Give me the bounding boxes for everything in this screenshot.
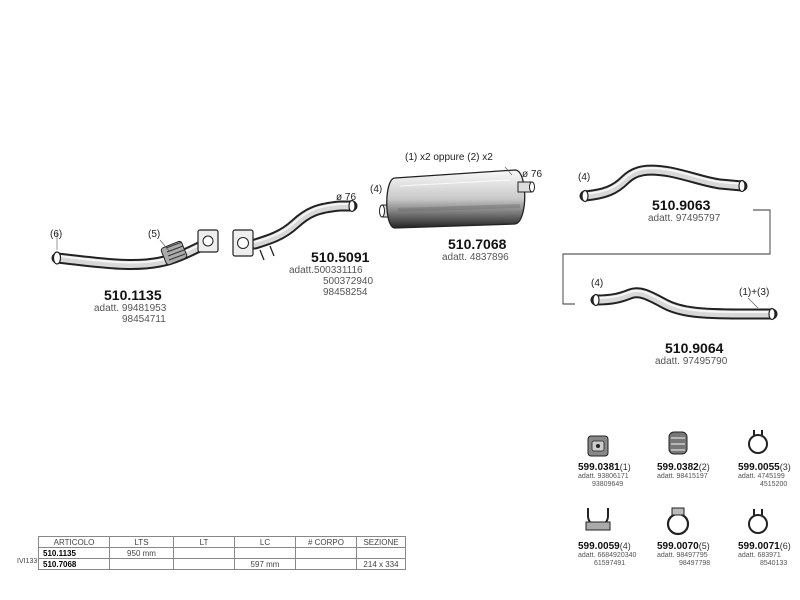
part-adatt: adatt. 99481953 [94, 303, 167, 314]
callout-6: (6) [50, 229, 63, 240]
accessory-adatt: adatt. 683971 [738, 552, 781, 559]
callout-5: (5) [148, 229, 161, 240]
accessory-ref: (6) [779, 541, 791, 551]
accessory-adatt: adatt. 93806171 [578, 473, 629, 480]
accessory-599-0381: 599.0381(1) adatt. 93806171 93809649 [578, 462, 631, 489]
part-code: 510.5091 [311, 249, 370, 265]
part-code: 510.9064 [665, 340, 724, 356]
part-code: 510.7068 [448, 236, 507, 252]
part-510-7068-muffler [379, 166, 535, 229]
part-adatt: 98458254 [323, 287, 368, 298]
part-adatt: adatt. 4837896 [442, 252, 509, 263]
accessory-code: 599.0381 [578, 462, 620, 473]
rubber-hanger-icon [587, 435, 609, 457]
callout-4: (4) [578, 172, 591, 183]
table-cell [173, 558, 235, 570]
band-clamp-icon [666, 507, 690, 536]
accessory-adatt: adatt. 98497795 [657, 552, 708, 559]
assembly-connector [562, 209, 771, 305]
accessory-adatt: 98497798 [679, 560, 711, 567]
part-adatt: adatt. 97495790 [655, 356, 728, 367]
part-510-1135-pipe [51, 229, 219, 271]
table-cell: 510.7068 [38, 558, 110, 570]
accessory-ref: (5) [698, 541, 710, 551]
table-header-row: ARTICOLO LTS LT LC # CORPO SEZIONE [38, 536, 406, 548]
part-code: 510.1135 [104, 287, 162, 303]
table-cell: 950 mm [109, 547, 174, 559]
part-adatt: adatt.500331116 [289, 265, 363, 276]
ring-clamp-icon [748, 509, 768, 534]
accessory-code: 599.0071 [738, 541, 780, 552]
table-cell [295, 558, 357, 570]
column-header: LTS [109, 536, 174, 548]
table-cell [234, 547, 296, 559]
part-label-510-9063: 510.9063 adatt. 97495797 [648, 197, 720, 224]
callout-4: (4) [370, 184, 383, 195]
callout-diameter-76: ø 76 [336, 192, 357, 203]
accessory-599-0055: 599.0055(3) adatt. 4745199 4515200 [738, 462, 791, 489]
accessory-adatt: 4515200 [760, 481, 788, 488]
clamp-ring-icon [748, 430, 768, 454]
table-cell [109, 558, 174, 570]
part-adatt: 98454711 [122, 314, 166, 325]
column-header: LT [173, 536, 235, 548]
column-header: SEZIONE [356, 536, 406, 548]
table-cell: 510.1135 [38, 547, 110, 559]
accessory-code: 599.0059 [578, 541, 620, 552]
accessory-ref: (3) [779, 462, 791, 472]
column-header: ARTICOLO [38, 536, 110, 548]
accessory-adatt: adatt. 98415197 [657, 473, 708, 480]
accessory-ref: (4) [619, 541, 631, 551]
spec-table-row-label: IVI133 [17, 558, 38, 565]
accessory-ref: (2) [698, 462, 710, 472]
accessory-599-0059: 599.0059(4) adatt. 6684920340 61597491 [578, 541, 636, 568]
u-bolt-clamp-icon [585, 508, 611, 531]
spec-table: ARTICOLO LTS LT LC # CORPO SEZIONE 510.1… [38, 536, 406, 570]
accessory-adatt: 93809649 [592, 481, 624, 488]
part-label-510-5091: 510.5091 adatt.500331116 500372940 98458… [289, 249, 374, 298]
accessory-599-0382: 599.0382(2) adatt. 98415197 [657, 462, 710, 481]
column-header: # CORPO [295, 536, 357, 548]
part-label-510-7068: 510.7068 adatt. 4837896 [442, 236, 509, 263]
accessory-599-0070: 599.0070(5) adatt. 98497795 98497798 [657, 541, 710, 568]
table-cell: 214 x 334 [356, 558, 406, 570]
flex-joint [160, 240, 188, 266]
accessory-adatt: 8540133 [760, 560, 788, 567]
accessory-code: 599.0070 [657, 541, 699, 552]
table-cell: 597 mm [234, 558, 296, 570]
flange [197, 229, 219, 253]
callout-1-plus-3: (1)+(3) [739, 287, 770, 298]
accessory-code: 599.0055 [738, 462, 780, 473]
part-adatt: adatt. 97495797 [648, 213, 721, 224]
accessory-code: 599.0382 [657, 462, 699, 473]
callout-4: (4) [591, 278, 604, 289]
callout-diameter-76: ø 76 [522, 169, 543, 180]
callout-muffler-hangers: (1) x2 oppure (2) x2 [405, 152, 493, 163]
part-510-9063-pipe [579, 164, 748, 203]
column-header: LC [234, 536, 296, 548]
table-row: 510.1135 950 mm [38, 547, 406, 559]
accessory-599-0071: 599.0071(6) adatt. 683971 8540133 [738, 541, 791, 568]
part-label-510-1135: 510.1135 adatt. 99481953 98454711 [94, 287, 166, 325]
table-row: 510.7068 597 mm 214 x 334 [38, 558, 406, 570]
rubber-block-icon [668, 431, 688, 455]
table-cell [173, 547, 235, 559]
part-510-5091-pipe [232, 199, 358, 261]
table-cell [295, 547, 357, 559]
part-label-510-9064: 510.9064 adatt. 97495790 [655, 340, 727, 367]
accessory-adatt: adatt. 6684920340 [578, 552, 637, 559]
accessory-adatt: 61597491 [594, 560, 626, 567]
table-cell [356, 547, 406, 559]
part-code: 510.9063 [652, 197, 711, 213]
part-adatt: 500372940 [323, 276, 374, 287]
flange [232, 229, 254, 257]
part-510-9064-pipe [590, 287, 778, 321]
accessory-adatt: adatt. 4745199 [738, 473, 785, 480]
accessory-ref: (1) [619, 462, 631, 472]
